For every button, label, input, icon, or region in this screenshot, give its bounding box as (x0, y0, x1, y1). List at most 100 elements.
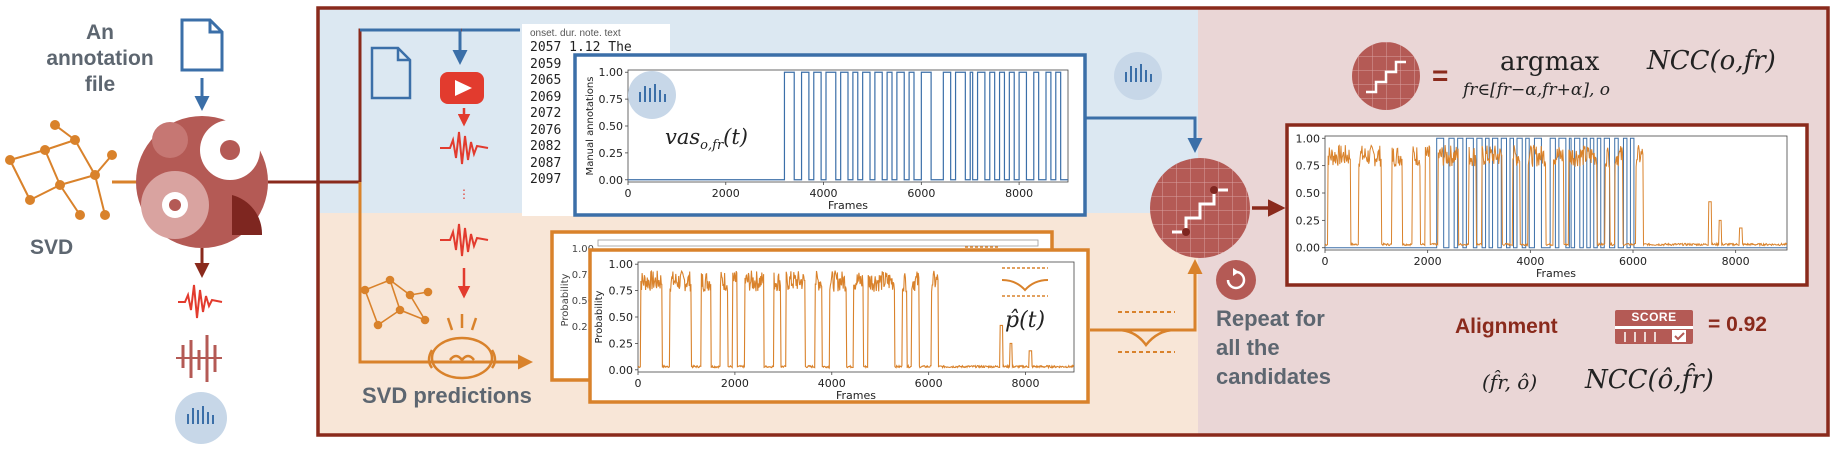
annotation-row: 2065 (530, 73, 562, 88)
y-tick-label: 0.50 (1296, 187, 1321, 200)
listening-head-icon (427, 314, 497, 380)
vas-plot: 0.00 0.25 0.50 0.75 1.00 0 2000 4000 6000 8000Fra… (585, 66, 1069, 212)
x-tick-label: 8000 (1722, 255, 1750, 268)
y-tick-label: 0.00 (599, 174, 624, 187)
vas-formula-sub: o,fr (700, 138, 724, 154)
x-tick-label: 0 (1322, 255, 1329, 268)
score-badge-text: SCORE (1631, 310, 1677, 324)
frame-file-icon (370, 46, 412, 100)
svd-label: SVD (30, 236, 74, 259)
waveform-icon (178, 284, 223, 319)
vas-badge-icon (628, 71, 676, 119)
svg-text:⋮: ⋮ (458, 187, 470, 201)
x-axis-label: Frames (828, 199, 868, 212)
back-y-tick-label: 0.25 (572, 322, 594, 333)
annotation-row: 2082 (530, 139, 562, 154)
annotation-row: 2072 (530, 106, 562, 121)
x-tick-label: 8000 (1012, 377, 1040, 390)
x-tick-label: 4000 (1516, 255, 1544, 268)
vad-small-badge-icon (1114, 52, 1162, 100)
audio-waveform-icon (440, 131, 489, 257)
y-tick-label: 0.50 (609, 311, 634, 324)
annotation-row: 2057 1.12 The (530, 40, 632, 55)
x-tick-label: 0 (625, 187, 632, 200)
alignment-label: Alignment (1455, 315, 1558, 338)
prob-formula: p̂(t) (1005, 308, 1046, 333)
prob-peak-icon (1001, 267, 1049, 297)
annotation-row: 2069 (530, 89, 562, 105)
y-tick-label: 0.00 (609, 364, 634, 377)
result-tuple: (f̂r, ô) (1482, 370, 1538, 394)
probability-plot: 0.00 0.25 0.50 0.75 1.00 0 2000 4000 6000 8000Fra… (594, 258, 1075, 402)
y-tick-label: 0.25 (609, 337, 634, 350)
ncc-argmax: NCC(o,fr) (1647, 46, 1776, 76)
y-axis-label: Manual annotations (585, 77, 596, 176)
y-tick-label: 1.00 (599, 66, 624, 79)
result-ncc: NCC(ô,f̂r) (1585, 365, 1714, 395)
vad-badge-icon (175, 392, 227, 444)
x-tick-label: 8000 (1005, 187, 1033, 200)
repeat-label: Repeat for all the candidates (1216, 306, 1331, 389)
argmax-word: argmax (1500, 47, 1600, 77)
overlay-annotation-line (1325, 137, 1787, 249)
annotation-row: 2076 (530, 122, 562, 138)
x-tick-label: 0 (635, 377, 642, 390)
y-tick-label: 0.75 (599, 93, 624, 106)
y-tick-label: 0.25 (599, 147, 624, 160)
x-axis-label: Frames (836, 389, 876, 402)
spectrogram-icon (176, 335, 222, 382)
vas-formula-arg: (t) (723, 125, 748, 149)
annotation-row: 2059 (530, 56, 562, 72)
outer-frame (316, 6, 1830, 437)
back-y-tick-label: 0.50 (572, 296, 594, 307)
probability-series-line (637, 269, 1075, 370)
x-tick-label: 4000 (818, 377, 846, 390)
repeat-icon (1216, 260, 1256, 300)
y-tick-label: 0.00 (1296, 242, 1321, 255)
y-tick-label: 0.25 (1296, 214, 1321, 227)
overlay-plot-frame (1285, 123, 1809, 287)
x-tick-label: 2000 (1414, 255, 1442, 268)
svd-small-network-icon (360, 275, 433, 330)
y-axis-label: Probability (594, 290, 605, 343)
back-y-axis-label: Probability (560, 273, 571, 326)
y-tick-label: 0.50 (599, 120, 624, 133)
annotation-file-label: An annotation file (46, 21, 154, 96)
x-tick-label: 2000 (712, 187, 740, 200)
x-tick-label: 6000 (1619, 255, 1647, 268)
file-icon (180, 18, 224, 72)
y-tick-label: 1.00 (1296, 132, 1321, 145)
vas-series-line (628, 71, 1068, 181)
score-value: = 0.92 (1708, 313, 1767, 336)
overlay-plot: 0.00 0.25 0.50 0.75 1.00 0 2000 4000 6000 8000Fra… (1296, 132, 1788, 280)
y-tick-label: 0.75 (1296, 160, 1321, 173)
svd-predictions-label: SVD predictions (362, 383, 532, 408)
x-axis-label: Frames (1536, 267, 1576, 280)
gear-processor-icon (136, 116, 268, 248)
peak-shape-icon (1117, 311, 1176, 353)
x-tick-label: 6000 (915, 377, 943, 390)
annotation-table-header: onset. dur. note. text (530, 28, 621, 39)
vas-formula-main: vas (665, 125, 701, 149)
y-tick-label: 0.75 (609, 285, 634, 298)
x-tick-label: 2000 (721, 377, 749, 390)
annotation-row: 2097 (530, 172, 562, 187)
argmax-grid-icon (1352, 42, 1420, 110)
y-tick-label: 1.00 (609, 258, 634, 271)
x-tick-label: 4000 (810, 187, 838, 200)
annotation-row: 2087 (530, 155, 562, 171)
alignment-grid-icon (1150, 158, 1250, 258)
x-tick-label: 6000 (907, 187, 935, 200)
youtube-icon (440, 72, 484, 104)
overlay-probability-line (1324, 144, 1788, 248)
svd-network-icon (5, 120, 117, 220)
equals-sign: = (1432, 60, 1449, 91)
vas-formula: vaso,fr(t) (665, 125, 748, 153)
score-badge-icon (1615, 310, 1693, 344)
back-y-tick-label: 0.75 (572, 270, 594, 281)
back-y-tick-label: 1.00 (572, 244, 594, 255)
